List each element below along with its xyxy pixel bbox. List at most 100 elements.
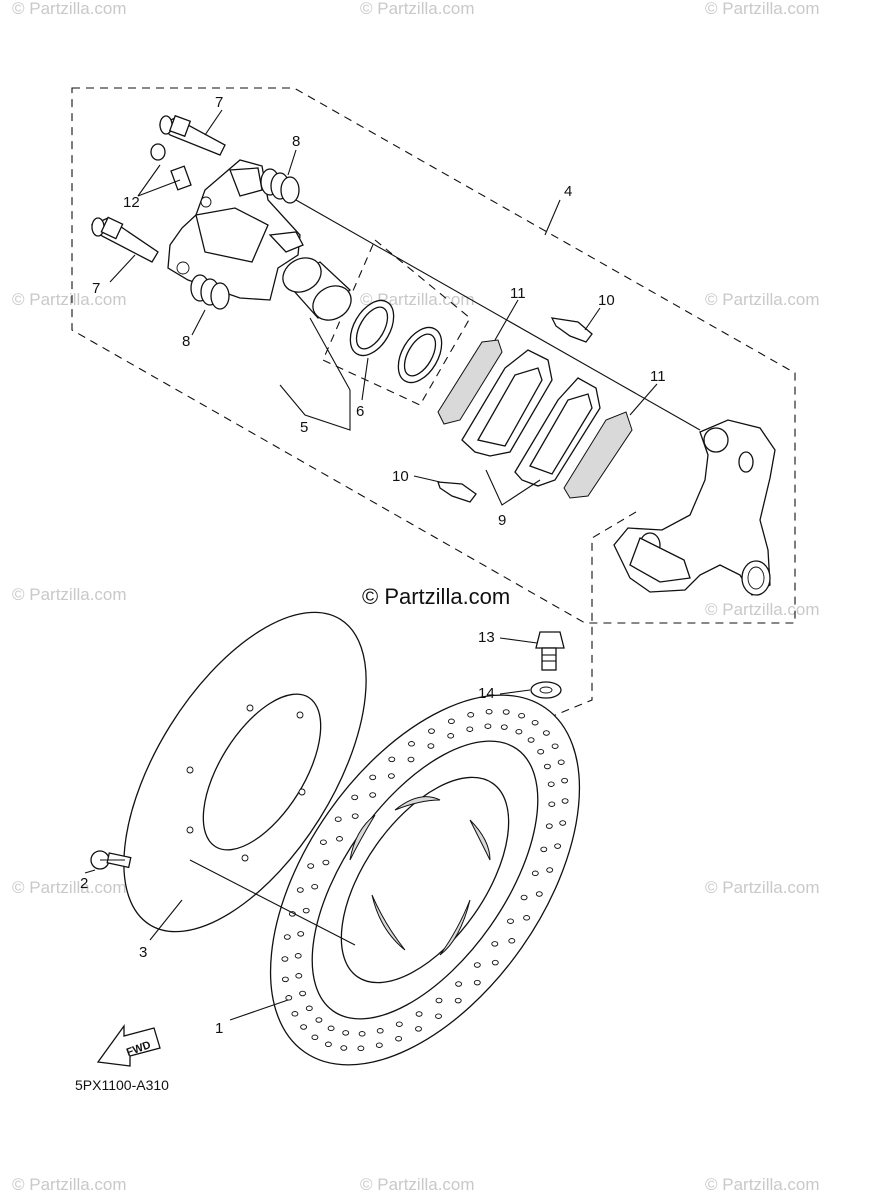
vent-hole — [283, 934, 291, 940]
pad-shim-inner — [437, 339, 503, 425]
vent-hole — [311, 883, 319, 890]
caliper-bracket — [613, 419, 776, 596]
vent-hole — [281, 956, 289, 962]
vent-hole — [561, 777, 569, 784]
vent-hole — [545, 823, 553, 829]
watermark: © Partzilla.com — [705, 600, 820, 619]
callout-8-lower: 8 — [182, 333, 190, 350]
vent-hole — [557, 759, 565, 765]
callout-8-upper: 8 — [292, 133, 300, 150]
vent-hole — [559, 820, 567, 826]
watermark-layer: © Partzilla.com © Partzilla.com © Partzi… — [12, 0, 820, 1194]
callout-9: 9 — [498, 512, 506, 529]
vent-hole — [351, 813, 359, 819]
vent-hole — [546, 867, 554, 873]
vent-hole — [319, 839, 327, 845]
vent-hole — [342, 1030, 350, 1036]
vent-hole — [351, 794, 359, 801]
callout-2: 2 — [80, 875, 88, 892]
vent-hole — [357, 1045, 365, 1052]
callout-6: 6 — [356, 403, 364, 420]
callout-13: 13 — [478, 629, 495, 646]
brake-pad-outer — [514, 377, 601, 487]
vent-hole — [291, 1011, 299, 1017]
vent-hole — [395, 1021, 403, 1027]
forward-direction-arrow: FWD — [96, 1023, 161, 1067]
bracket-bolt — [535, 631, 565, 671]
vent-hole — [535, 891, 543, 897]
caliper-assembly-boundary — [71, 87, 796, 624]
vent-hole — [518, 712, 526, 719]
callout-11-lower: 11 — [650, 368, 666, 385]
vent-hole — [315, 1017, 323, 1023]
vent-hole — [491, 941, 499, 947]
slide-pin-upper — [158, 114, 226, 156]
leader-lines — [84, 109, 701, 1021]
vent-hole — [311, 1034, 319, 1041]
vent-hole — [485, 708, 493, 715]
callout-labels: 1 2 3 4 5 6 7 7 8 8 9 10 10 11 11 12 13 … — [80, 94, 666, 1037]
brake-pad-inner — [461, 349, 553, 457]
bolt-reference-line — [547, 511, 637, 719]
callout-10-lower: 10 — [392, 468, 409, 485]
bleed-screw — [150, 143, 192, 191]
vent-hole — [508, 938, 516, 944]
callout-5: 5 — [300, 419, 308, 436]
vent-hole — [537, 748, 545, 755]
callout-7-upper: 7 — [215, 94, 223, 111]
vent-hole — [515, 728, 523, 735]
vent-hole — [388, 756, 396, 763]
watermark: © Partzilla.com — [12, 585, 127, 604]
vent-hole — [548, 801, 556, 807]
watermark: © Partzilla.com — [360, 1175, 475, 1194]
vent-hole — [473, 962, 481, 968]
vent-hole — [531, 870, 539, 877]
vent-hole — [428, 728, 435, 734]
disc-vent-holes — [281, 708, 569, 1052]
pad-spring-upper — [550, 317, 593, 343]
vent-hole — [427, 743, 435, 749]
watermark: © Partzilla.com — [705, 290, 820, 309]
vent-hole — [491, 959, 499, 966]
vent-hole — [369, 792, 377, 798]
vent-hole — [554, 843, 562, 849]
watermark: © Partzilla.com — [12, 290, 127, 309]
vent-hole — [299, 990, 307, 997]
vent-hole — [527, 737, 535, 743]
vent-hole — [340, 1045, 348, 1051]
vent-hole — [302, 907, 310, 914]
pad-shim-outer — [563, 411, 633, 499]
vent-hole — [447, 718, 455, 725]
vent-hole — [415, 1011, 423, 1017]
vent-hole — [305, 1005, 313, 1012]
vent-hole — [547, 781, 555, 787]
vent-hole — [543, 763, 551, 770]
vent-hole — [322, 859, 330, 866]
callout-1: 1 — [215, 1020, 223, 1037]
watermark: © Partzilla.com — [360, 0, 475, 18]
boot-lower — [190, 274, 230, 310]
washer — [530, 681, 562, 699]
vent-hole — [408, 741, 415, 747]
vent-hole — [520, 894, 528, 901]
vent-hole — [455, 981, 463, 987]
vent-hole — [435, 997, 443, 1004]
vent-hole — [358, 1031, 366, 1037]
watermark: © Partzilla.com — [705, 1175, 820, 1194]
vent-hole — [407, 756, 415, 763]
vent-hole — [467, 712, 475, 718]
vent-hole — [435, 1013, 442, 1019]
vent-hole — [324, 1041, 332, 1048]
watermark: © Partzilla.com — [12, 1175, 127, 1194]
vent-hole — [296, 887, 304, 893]
watermark: © Partzilla.com — [705, 878, 820, 897]
vent-hole — [295, 973, 303, 979]
vent-hole — [285, 995, 293, 1001]
callout-7-lower: 7 — [92, 280, 100, 297]
vent-hole — [531, 719, 539, 726]
vent-hole — [369, 774, 377, 781]
vent-hole — [507, 918, 514, 924]
pad-spring-lower — [437, 481, 477, 503]
vent-hole — [376, 1028, 384, 1034]
